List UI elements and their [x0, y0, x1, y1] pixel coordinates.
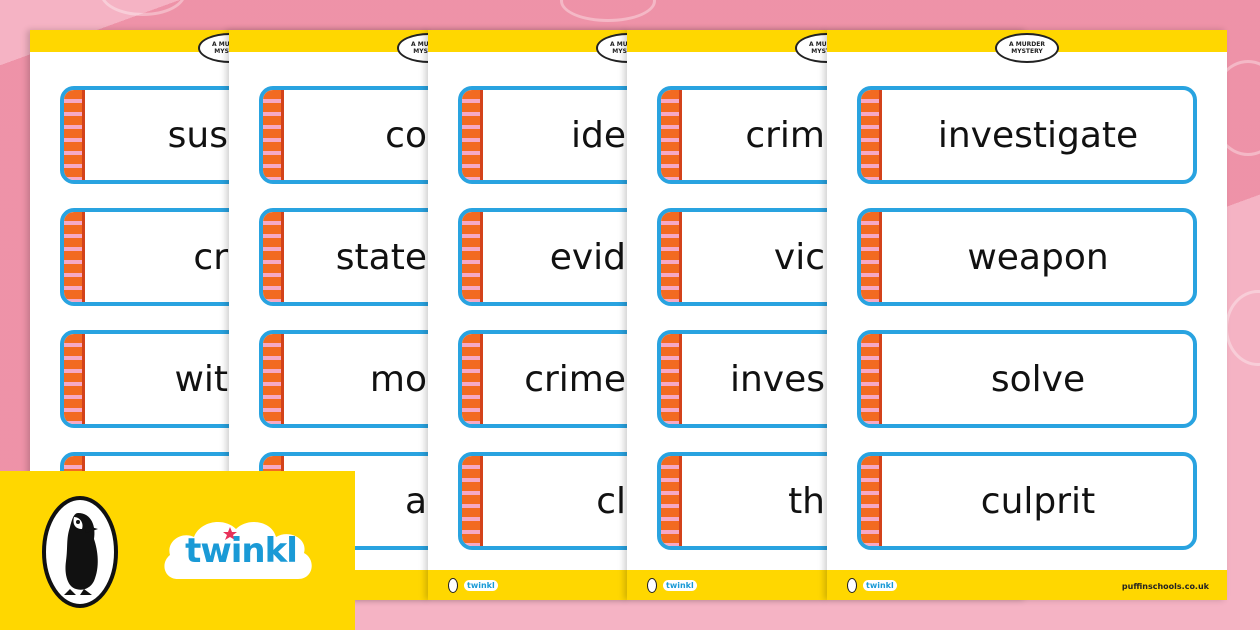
card-stripe [661, 90, 682, 180]
card-stripe [661, 334, 682, 424]
brand-panel: twinkl [0, 471, 355, 630]
card-stripe [64, 90, 85, 180]
word-card: weapon [857, 208, 1197, 306]
card-stripe [462, 334, 483, 424]
card-stripe [462, 90, 483, 180]
twinkl-logo-text: twinkl [185, 531, 298, 571]
card-word: culprit [980, 480, 1096, 522]
card-word: investigate [937, 114, 1139, 156]
card-word: co [385, 114, 427, 156]
card-stripe [861, 456, 882, 546]
card-word: ide [570, 114, 626, 156]
card-word: cl [596, 480, 626, 522]
card-word: vic [773, 236, 825, 278]
word-card: investigate [857, 86, 1197, 184]
word-card: solve [857, 330, 1197, 428]
footer-url: puffinschools.co.uk [1121, 582, 1209, 591]
card-word: crime [524, 358, 626, 400]
card-stripe [861, 90, 882, 180]
penguin-mini-icon [847, 578, 857, 593]
sheet-footer-logos: twinkl [647, 578, 697, 593]
murder-mystery-badge-icon: A MURDER MYSTERY [995, 33, 1059, 63]
twinkl-mini-logo: twinkl [663, 580, 697, 591]
card-word: wit [174, 358, 228, 400]
card-stripe [661, 456, 682, 546]
card-stripe [263, 90, 284, 180]
word-card: culprit [857, 452, 1197, 550]
card-word: evid [549, 236, 626, 278]
card-stripe [861, 212, 882, 302]
card-word: a [404, 480, 427, 522]
sheet-footer-logos: twinkl [847, 578, 897, 593]
card-stripe [462, 456, 483, 546]
sheet-footer-logos: twinkl [448, 578, 498, 593]
card-word: cr [193, 236, 228, 278]
card-word: state [335, 236, 427, 278]
card-word: inves [729, 358, 825, 400]
twinkl-cloud-logo [164, 522, 312, 579]
twinkl-mini-logo: twinkl [863, 580, 897, 591]
card-stripe [661, 212, 682, 302]
card-word: weapon [967, 236, 1109, 278]
penguin-puffin-logo [42, 496, 118, 608]
card-stripe [462, 212, 483, 302]
penguin-mini-icon [448, 578, 458, 593]
card-stripe [64, 212, 85, 302]
card-word: th [788, 480, 825, 522]
card-word: sus [167, 114, 228, 156]
word-sheet-5: A MURDER MYSTERY investigate weapon solv… [827, 30, 1227, 600]
card-stripe [64, 334, 85, 424]
card-word: crim [745, 114, 825, 156]
card-word: mo [369, 358, 427, 400]
card-stripe [861, 334, 882, 424]
twinkl-mini-logo: twinkl [464, 580, 498, 591]
penguin-mini-icon [647, 578, 657, 593]
card-stripe [263, 212, 284, 302]
card-word: solve [990, 358, 1086, 400]
card-stripe [263, 334, 284, 424]
